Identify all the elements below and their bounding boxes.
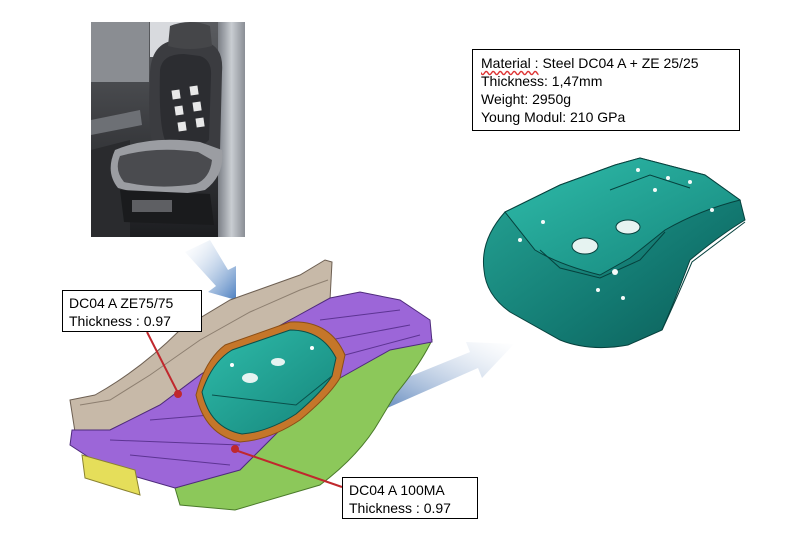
material-value: Steel DC04 A + ZE 25/25 — [538, 55, 699, 71]
callout-zinc-grade: DC04 A ZE75/75 — [69, 295, 174, 311]
thickness-line: Thickness: 1,47mm — [481, 73, 603, 89]
material-line: Material : Steel DC04 A + ZE 25/25 — [481, 54, 731, 72]
callout-zinc-coated: DC04 A ZE75/75 Thickness : 0.97 — [62, 290, 202, 332]
callout-ma-grade: DC04 A 100MA — [349, 482, 445, 498]
material-label: Material : — [481, 55, 539, 71]
young-value: : 210 GPa — [562, 109, 626, 125]
callout-ma-steel: DC04 A 100MA Thickness : 0.97 — [342, 477, 478, 519]
young-label: Young Modul — [481, 109, 563, 125]
callout-ma-thickness: Thickness : 0.97 — [349, 500, 451, 516]
weight-line: Weight: 2950g — [481, 91, 572, 107]
callout-zinc-thickness: Thickness : 0.97 — [69, 313, 171, 329]
material-properties-box: Material : Steel DC04 A + ZE 25/25 Thick… — [472, 49, 740, 131]
young-modulus-line: Young Modul: 210 GPa — [481, 108, 731, 126]
